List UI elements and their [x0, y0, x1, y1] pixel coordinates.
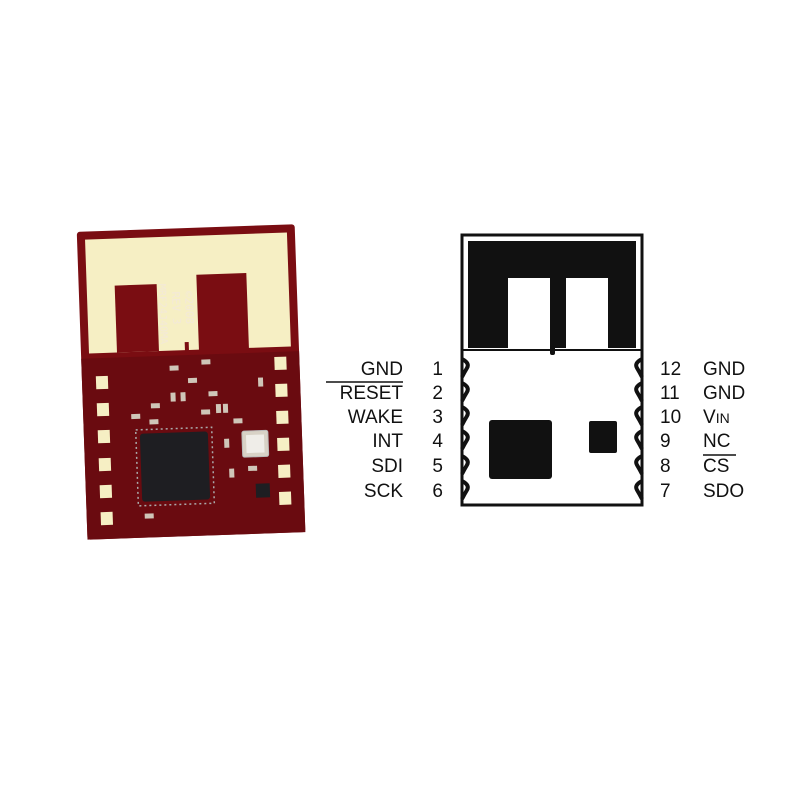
pin-number: 9 [660, 431, 671, 452]
pin-pad-left [460, 405, 470, 426]
silkscreen-text: MRF24J40MA REV 3 ©2008 [156, 284, 196, 345]
pin-name-main: GND [703, 359, 745, 380]
antenna-feed [550, 346, 555, 355]
silk-part: MRF24J40MA [156, 284, 169, 345]
pin-pads [460, 357, 644, 500]
chip-footprint [489, 420, 552, 479]
pin-pad-right [634, 479, 644, 500]
pin-pad-left [460, 429, 470, 450]
castellated-pads [95, 356, 292, 526]
pin-right-8: 8 CS [660, 454, 736, 477]
pin-pad-right [634, 429, 644, 450]
pin-number: 1 [432, 359, 443, 380]
pin-name: WAKE [348, 407, 403, 428]
pin-name: GND [703, 383, 745, 404]
pin-number: 2 [432, 383, 443, 404]
pin-number: 12 [660, 359, 681, 380]
small-ic [255, 483, 271, 498]
pin-name: CS [703, 456, 729, 477]
pin-pad-right [634, 454, 644, 475]
silk-year: ©2008 [182, 291, 196, 325]
antenna-pattern [468, 241, 636, 348]
pin-name: VIN [703, 407, 730, 428]
pin-number: 10 [660, 407, 681, 428]
pin-left-3: WAKE 3 [348, 407, 443, 428]
pin-pad-right [634, 381, 644, 402]
pin-name: RESET [340, 383, 404, 404]
pin-pad-left [460, 454, 470, 475]
pin-number: 3 [432, 407, 443, 428]
passive-components [131, 359, 264, 519]
pin-right-10: 10 VIN [660, 407, 730, 428]
pin-right-7: 7 SDO [660, 481, 744, 502]
pin-name: GND [361, 359, 403, 380]
pin-number: 5 [432, 456, 443, 477]
pin-name-main: GND [703, 383, 745, 404]
pin-pad-left [460, 357, 470, 378]
pin-name-main: SDO [703, 481, 744, 502]
pin-right-12: 12 GND [660, 359, 745, 380]
pin-pad-left [460, 479, 470, 500]
pin-left-2: RESET 2 [326, 381, 443, 404]
pin-name: SDO [703, 481, 744, 502]
crystal-footprint [589, 421, 617, 453]
pin-left-1: GND 1 [361, 359, 443, 380]
antenna-gap [114, 284, 159, 353]
pin-name: GND [703, 359, 745, 380]
silk-rev: REV 3 [169, 291, 183, 325]
pin-number: 7 [660, 481, 671, 502]
pin-name: SDI [371, 456, 403, 477]
module-photo: MRF24J40MA REV 3 ©2008 [76, 224, 306, 540]
pin-number: 11 [660, 383, 680, 404]
pin-name: NC [703, 431, 730, 452]
pin-name: INT [372, 431, 403, 452]
pin-pad-right [634, 405, 644, 426]
pin-name: SCK [364, 481, 403, 502]
pin-right-11: 11 GND [660, 383, 745, 404]
pin-name-main: CS [703, 456, 729, 477]
pin-name-main: NC [703, 431, 730, 452]
pin-left-4: INT 4 [372, 431, 443, 452]
pin-name-sub: IN [716, 410, 730, 426]
pin-number: 8 [660, 456, 671, 477]
pin-number: 4 [432, 431, 443, 452]
pin-pad-right [634, 357, 644, 378]
transceiver-chip [139, 431, 211, 502]
pin-left-6: SCK 6 [364, 481, 443, 502]
pin-left-5: SDI 5 [371, 456, 443, 477]
pin-right-9: 9 NC [660, 431, 730, 452]
pin-name-main: V [703, 407, 716, 428]
pin-number: 6 [432, 481, 443, 502]
pin-pad-left [460, 381, 470, 402]
chip-pins [134, 426, 216, 507]
